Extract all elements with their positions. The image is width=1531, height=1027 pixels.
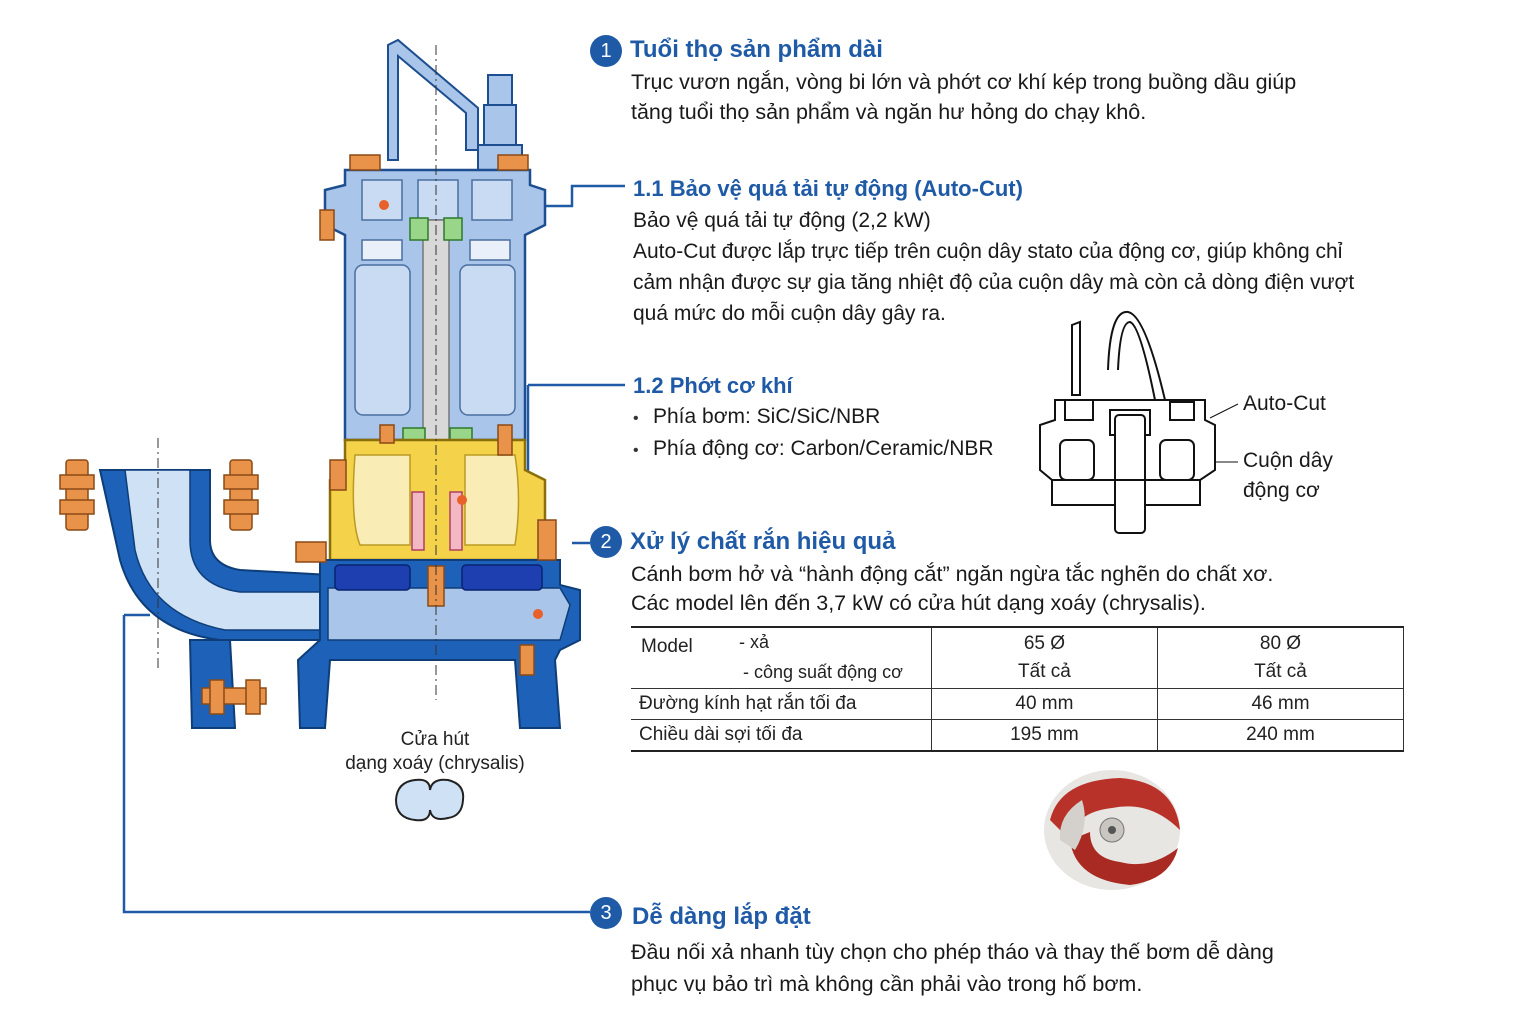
feature-1-line-1: Trục vươn ngắn, vòng bi lớn và phớt cơ k…: [631, 70, 1297, 94]
lifting-handle: [387, 38, 479, 161]
feature-1-text: Trục vươn ngắn, vòng bi lớn và phớt cơ k…: [631, 67, 1296, 127]
seal-motor-side: Phía động cơ: Carbon/Ceramic/NBR: [633, 434, 994, 466]
feature-1-1-text: Bảo vệ quá tải tự động (2,2 kW) Auto-Cut…: [633, 205, 1354, 329]
col-1-power: Tất cả: [1018, 661, 1071, 682]
table-row: Đường kính hạt rắn tối đa 40 mm 46 mm: [631, 688, 1405, 720]
feature-2-line-2: Các model lên đến 3,7 kW có cửa hút dạng…: [631, 591, 1206, 615]
row-1-value-2: 46 mm: [1156, 688, 1405, 720]
spec-table: Model - xả - công suất động cơ 65 Ø Tất …: [631, 626, 1405, 752]
autocut-marker: [379, 200, 543, 619]
feature-2-text: Cánh bơm hở và “hành động cắt” ngăn ngừa…: [631, 560, 1273, 618]
feature-1-1-title: 1.1 Bảo vệ quá tải tự động (Auto-Cut): [633, 176, 1023, 201]
oil-cavity: [352, 454, 520, 546]
col-1-size: 65 Ø: [1023, 633, 1066, 654]
feature-2-number: 2: [590, 526, 622, 558]
coil-label-line-1: Cuộn dây: [1243, 449, 1333, 472]
model-sub-2: - công suất động cơ: [743, 662, 903, 682]
inlet-caption-line-2: dạng xoáy (chrysalis): [345, 753, 525, 774]
stator-windings: [354, 179, 516, 416]
table-row: Chiều dài sợi tối đa 195 mm 240 mm: [631, 719, 1405, 752]
feature-1-1-line-3: cảm nhận được sự gia tăng nhiệt độ của c…: [633, 271, 1355, 294]
feature-2-line-1: Cánh bơm hở và “hành động cắt” ngăn ngừa…: [631, 562, 1274, 586]
seal-pump-side: Phía bơm: SiC/SiC/NBR: [633, 402, 994, 434]
row-2-value-2: 240 mm: [1156, 719, 1405, 752]
impeller-blades: [334, 564, 543, 591]
coil-label-line-2: động cơ: [1243, 479, 1320, 502]
feature-3-number: 3: [590, 897, 622, 929]
chrysalis-inlet-icon: [394, 778, 465, 822]
col-2-power: Tất cả: [1254, 661, 1307, 682]
feature-1-1-line-2: Auto-Cut được lắp trực tiếp trên cuộn dâ…: [633, 240, 1343, 263]
feature-2-title: Xử lý chất rắn hiệu quả: [630, 528, 896, 555]
mechanical-seal: [411, 491, 463, 551]
impeller-photo: [1044, 770, 1180, 890]
row-1-value-1: 40 mm: [930, 688, 1158, 720]
feature-1-line-2: tăng tuổi thọ sản phẩm và ngăn hư hỏng d…: [631, 100, 1147, 124]
col-2-size: 80 Ø: [1259, 633, 1302, 654]
table-header-model: Model - xả - công suất động cơ: [631, 626, 932, 689]
feature-3-text: Đầu nối xả nhanh tùy chọn cho phép tháo …: [631, 936, 1274, 1000]
table-header-col-1: 65 Ø Tất cả: [930, 626, 1158, 689]
feature-3-line-1: Đầu nối xả nhanh tùy chọn cho phép tháo …: [631, 940, 1274, 964]
feature-1-2-bullets: Phía bơm: SiC/SiC/NBR Phía động cơ: Carb…: [633, 402, 994, 466]
feature-1-number: 1: [590, 35, 622, 67]
model-sub-1: - xả: [739, 632, 770, 652]
model-label: Model: [641, 636, 693, 657]
feature-3-line-2: phục vụ bảo trì mà không cần phải vào tr…: [631, 972, 1143, 996]
flange-bolts: [59, 154, 557, 715]
feature-1-title: Tuổi thọ sản phẩm dài: [630, 36, 883, 63]
feature-1-1-line-1: Bảo vệ quá tải tự động (2,2 kW): [633, 209, 931, 232]
feature-1-2-title: 1.2 Phớt cơ khí: [633, 373, 793, 398]
table-header-col-2: 80 Ø Tất cả: [1156, 626, 1405, 689]
table-header-row: Model - xả - công suất động cơ 65 Ø Tất …: [631, 626, 1405, 689]
autocut-label: Auto-Cut: [1243, 392, 1326, 415]
row-1-label: Đường kính hạt rắn tối đa: [631, 688, 932, 720]
row-2-value-1: 195 mm: [930, 719, 1158, 752]
feature-3-title: Dễ dàng lắp đặt: [632, 903, 811, 930]
autocut-detail-sketch: [1039, 310, 1239, 534]
feature-1-1-line-4: quá mức do mỗi cuộn dây gây ra.: [633, 302, 946, 325]
row-2-label: Chiều dài sợi tối đa: [631, 719, 932, 752]
inlet-caption-line-1: Cửa hút: [400, 729, 470, 750]
